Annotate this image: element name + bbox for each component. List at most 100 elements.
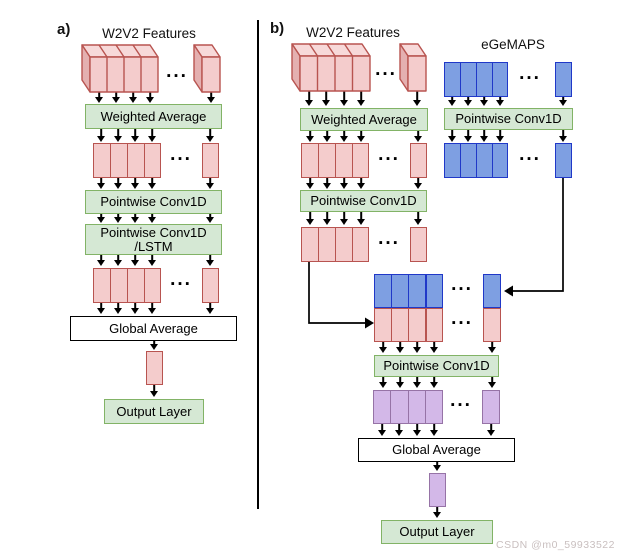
arrow-head	[206, 260, 214, 266]
cell-divider	[317, 144, 319, 177]
cell-divider	[334, 228, 336, 261]
flow-arrow	[464, 130, 473, 142]
flow-arrow	[305, 91, 314, 106]
cell-divider	[390, 309, 393, 341]
flow-arrow	[131, 255, 140, 266]
flow-arrow	[379, 377, 388, 388]
arrow-shaft	[343, 212, 345, 220]
flow-arrow	[379, 342, 388, 353]
flow-arrow	[148, 214, 157, 223]
arrow-shaft	[483, 97, 485, 101]
concat-w2v2-row	[374, 308, 443, 342]
arrow-shaft	[491, 377, 493, 383]
flow-arrow	[496, 130, 505, 142]
arrow-head	[131, 260, 139, 266]
cell-divider	[425, 309, 427, 341]
flow-arrow	[559, 130, 568, 142]
flow-arrow	[340, 178, 349, 189]
arrow-shaft	[151, 255, 153, 261]
arrow-shaft	[416, 342, 418, 348]
arrow-shaft	[326, 212, 328, 220]
arrow-head	[148, 260, 156, 266]
arrow-head	[322, 100, 330, 106]
flow-arrow	[396, 342, 405, 353]
arrow-head	[413, 347, 421, 353]
arrow-shaft	[209, 214, 211, 218]
flow-arrow	[340, 91, 349, 106]
arrow-shaft	[483, 130, 485, 137]
arrow-head	[414, 136, 422, 142]
arrow-head	[97, 136, 105, 142]
arrow-shaft	[326, 131, 328, 137]
flow-arrow	[146, 92, 155, 103]
cell-divider	[317, 228, 319, 261]
arrow-shaft	[209, 129, 211, 137]
arrow-shaft	[343, 178, 345, 184]
arrow-head	[112, 97, 120, 103]
arrow-head	[129, 97, 137, 103]
arrow-head	[357, 136, 365, 142]
arrow-shaft	[399, 342, 401, 348]
arrow-head	[396, 382, 404, 388]
cell-divider	[407, 391, 409, 423]
panel-b-w2v2-title: W2V2 Features	[306, 25, 400, 40]
flow-arrow	[148, 129, 157, 142]
flow-arrow	[148, 178, 157, 189]
egemaps-pointwise-conv1d-layer-b: Pointwise Conv1D	[444, 108, 573, 130]
arrow-shaft	[499, 97, 501, 101]
w2v2-feature-row	[301, 227, 369, 262]
flow-arrow	[148, 303, 157, 314]
pooled-vector-b	[429, 473, 446, 507]
arrow-head	[464, 100, 472, 106]
arrow-shaft	[491, 342, 493, 348]
arrow-head	[357, 219, 365, 225]
arrow-shaft	[210, 92, 212, 98]
arrow-head	[206, 136, 214, 142]
fused-feature-cell	[482, 390, 500, 424]
arrow-head	[97, 308, 105, 314]
ellipsis: ...	[378, 228, 400, 249]
flow-arrow	[207, 92, 216, 103]
arrow-shaft	[343, 91, 345, 101]
arrow-shaft	[309, 178, 311, 184]
arrow-shaft	[360, 212, 362, 220]
arrow-head	[414, 183, 422, 189]
egemaps-to-concat-connector	[504, 178, 564, 297]
arrow-head	[448, 136, 456, 142]
arrow-head	[206, 217, 214, 223]
arrow-head	[150, 344, 158, 350]
arrow-head	[323, 219, 331, 225]
flow-arrow	[150, 385, 159, 397]
arrow-head	[395, 430, 403, 436]
arrow-head	[114, 217, 122, 223]
cell-divider	[425, 275, 427, 307]
flow-arrow	[414, 178, 423, 189]
arrow-shaft	[153, 341, 155, 345]
flow-arrow	[97, 214, 106, 223]
ellipsis: ...	[170, 269, 192, 290]
arrow-head	[396, 347, 404, 353]
concat-egemaps-row	[374, 274, 443, 308]
arrow-shaft	[399, 377, 401, 383]
flow-arrow	[413, 377, 422, 388]
arrow-head	[480, 136, 488, 142]
arrow-head	[131, 217, 139, 223]
arrow-shaft	[309, 212, 311, 220]
arrow-shaft	[132, 92, 134, 98]
flow-arrow	[430, 424, 439, 436]
arrow-shaft	[100, 214, 102, 218]
ellipsis: ...	[519, 144, 541, 165]
cell-divider	[491, 63, 493, 96]
arrow-head	[430, 347, 438, 353]
arrow-shaft	[562, 130, 564, 137]
arrow-shaft	[134, 178, 136, 184]
flow-arrow	[114, 303, 123, 314]
flow-arrow	[206, 178, 215, 189]
flow-arrow	[357, 131, 366, 142]
flow-arrow	[131, 303, 140, 314]
pointwise-conv1d-lstm-layer-a: Pointwise Conv1D /LSTM	[85, 224, 222, 255]
flow-arrow	[206, 255, 215, 266]
flow-arrow	[150, 341, 159, 350]
flow-arrow	[114, 129, 123, 142]
